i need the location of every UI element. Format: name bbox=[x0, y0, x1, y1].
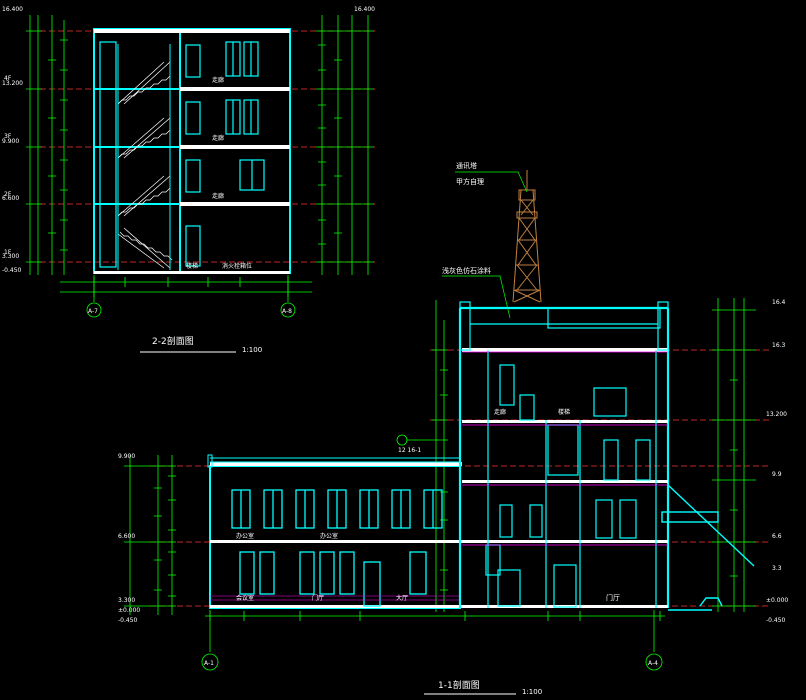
section-2-2: 16.400 13.200 9.900 6.600 3.300 -0.450 1… bbox=[2, 6, 375, 354]
room-label-office-2: 办公室 bbox=[320, 532, 338, 540]
level-label-minus-left: -0.450 bbox=[118, 617, 138, 624]
level-label-9900: 9.900 bbox=[118, 453, 135, 460]
axis-label-a7: A-7 bbox=[88, 308, 98, 315]
room-label-stair-1-1: 楼梯 bbox=[558, 408, 570, 416]
axis-label-a4: A-4 bbox=[648, 660, 658, 667]
stair-posts-2-2 bbox=[117, 44, 171, 270]
level-label-zero-left: ±0.000 bbox=[118, 607, 140, 614]
floor-mark-1f: 1F bbox=[4, 249, 12, 256]
dimension-lines-2-2-left bbox=[26, 15, 68, 275]
level-labels-1-1-right: 16.4 16.3 13.200 9.9 6.6 3.3 ±0.000 -0.4… bbox=[766, 299, 788, 624]
section-2-2-title: 2-2剖面图 bbox=[152, 335, 194, 347]
room-label-corridor: 走廊 bbox=[494, 408, 506, 416]
room-label-office-1: 办公室 bbox=[236, 532, 254, 540]
level-label-r-minus: -0.450 bbox=[766, 617, 786, 624]
level-label-r-3300: 3.3 bbox=[772, 565, 782, 572]
dimension-lines-2-2-right bbox=[316, 15, 374, 275]
room-label-hall: 大厅 bbox=[396, 594, 408, 602]
level-label-r-top: 16.4 bbox=[772, 299, 786, 306]
detail-callout: 12 16-1 bbox=[396, 434, 440, 454]
axis-bubbles-1-1: A-1 A-4 bbox=[201, 610, 663, 671]
floor-mark-4f: 4F bbox=[4, 75, 12, 82]
level-label-3f: 9.900 bbox=[2, 138, 19, 145]
floor-mark-2f: 2F bbox=[4, 191, 12, 198]
section-2-2-scale: 1:100 bbox=[242, 346, 262, 354]
level-label-ground: -0.450 bbox=[2, 267, 22, 274]
room-labels-1-1: 办公室 办公室 会议室 门厅 大厅 走廊 楼梯 门厅 bbox=[236, 408, 620, 602]
floor-mark-3f: 3F bbox=[4, 133, 12, 140]
detail-callout-label: 12 16-1 bbox=[398, 447, 421, 454]
level-labels-1-1-left: 9.900 6.600 3.300 ±0.000 -0.450 bbox=[118, 453, 140, 624]
section-1-1: 通讯塔 甲方自理 浅灰色仿石涂料 9.900 6.600 3.300 ±0.00… bbox=[118, 161, 788, 696]
floor-marks-2-2: 4F 3F 2F 1F bbox=[4, 75, 12, 256]
interior-walls-tall-block bbox=[459, 301, 669, 608]
level-label-1f: 3.300 bbox=[2, 253, 19, 260]
room-label-corridor-4f: 走廊 bbox=[212, 76, 224, 84]
level-label-top: 16.400 bbox=[2, 6, 23, 13]
room-label-entrance: 门厅 bbox=[606, 593, 620, 602]
hatch-low-block bbox=[210, 595, 460, 601]
room-label-lobby: 门厅 bbox=[312, 594, 324, 602]
tower-leader bbox=[455, 171, 528, 193]
tower-note-line1: 通讯塔 bbox=[456, 161, 477, 170]
level-label-r-9900: 9.9 bbox=[772, 471, 782, 478]
roof-finish-note: 浅灰色仿石涂料 bbox=[442, 266, 491, 275]
level-label-r-roof: 16.3 bbox=[772, 342, 786, 349]
level-label-r-6600: 6.6 bbox=[772, 533, 782, 540]
windows-low-block-lower bbox=[239, 551, 427, 607]
axis-label-a8: A-8 bbox=[282, 308, 292, 315]
title-block-2-2: 2-2剖面图 1:100 bbox=[140, 335, 262, 354]
windows-low-block-upper bbox=[231, 489, 443, 529]
room-label-stair: 楼梯 bbox=[186, 262, 198, 270]
slabs-low-block bbox=[210, 462, 462, 608]
windows-tall-block bbox=[499, 364, 651, 539]
room-label-meeting: 会议室 bbox=[236, 594, 254, 602]
telecom-tower bbox=[512, 170, 542, 303]
parapet-low-block bbox=[207, 454, 460, 468]
section-1-1-scale: 1:100 bbox=[522, 688, 542, 696]
roof-leader bbox=[442, 275, 511, 319]
windows-2-2 bbox=[99, 41, 265, 268]
room-label-corridor-3f: 走廊 bbox=[212, 134, 224, 142]
axis-label-a1: A-1 bbox=[204, 660, 214, 667]
stairs-2-2 bbox=[117, 61, 173, 269]
section-1-1-title: 1-1剖面图 bbox=[438, 679, 480, 691]
level-label-6600: 6.600 bbox=[118, 533, 135, 540]
room-labels-2-2: 走廊 走廊 走廊 楼梯 消火栓箱位 bbox=[186, 76, 252, 270]
tower-note-line2: 甲方自理 bbox=[456, 177, 484, 186]
axis-bubbles-2-2: A-7 A-8 bbox=[86, 275, 296, 318]
dimension-lines-1-1-right bbox=[432, 298, 756, 612]
room-label-hydrant: 消火栓箱位 bbox=[222, 262, 252, 270]
dimension-lines-1-1-left bbox=[124, 455, 176, 615]
level-labels-2-2: 16.400 13.200 9.900 6.600 3.300 -0.450 1… bbox=[2, 6, 375, 274]
slabs-2-2 bbox=[94, 29, 290, 274]
level-label-2f: 6.600 bbox=[2, 195, 19, 202]
canopy-1-1 bbox=[661, 484, 755, 611]
level-label-3300: 3.300 bbox=[118, 597, 135, 604]
title-block-1-1: 1-1剖面图 1:100 bbox=[424, 679, 542, 696]
level-label-4f: 13.200 bbox=[2, 80, 23, 87]
level-label-top-right: 16.400 bbox=[354, 6, 375, 13]
room-label-corridor-2f: 走廊 bbox=[212, 192, 224, 200]
level-label-r-13200: 13.200 bbox=[766, 411, 787, 418]
level-label-r-zero: ±0.000 bbox=[766, 597, 788, 604]
hatch-tall-block bbox=[462, 351, 668, 546]
